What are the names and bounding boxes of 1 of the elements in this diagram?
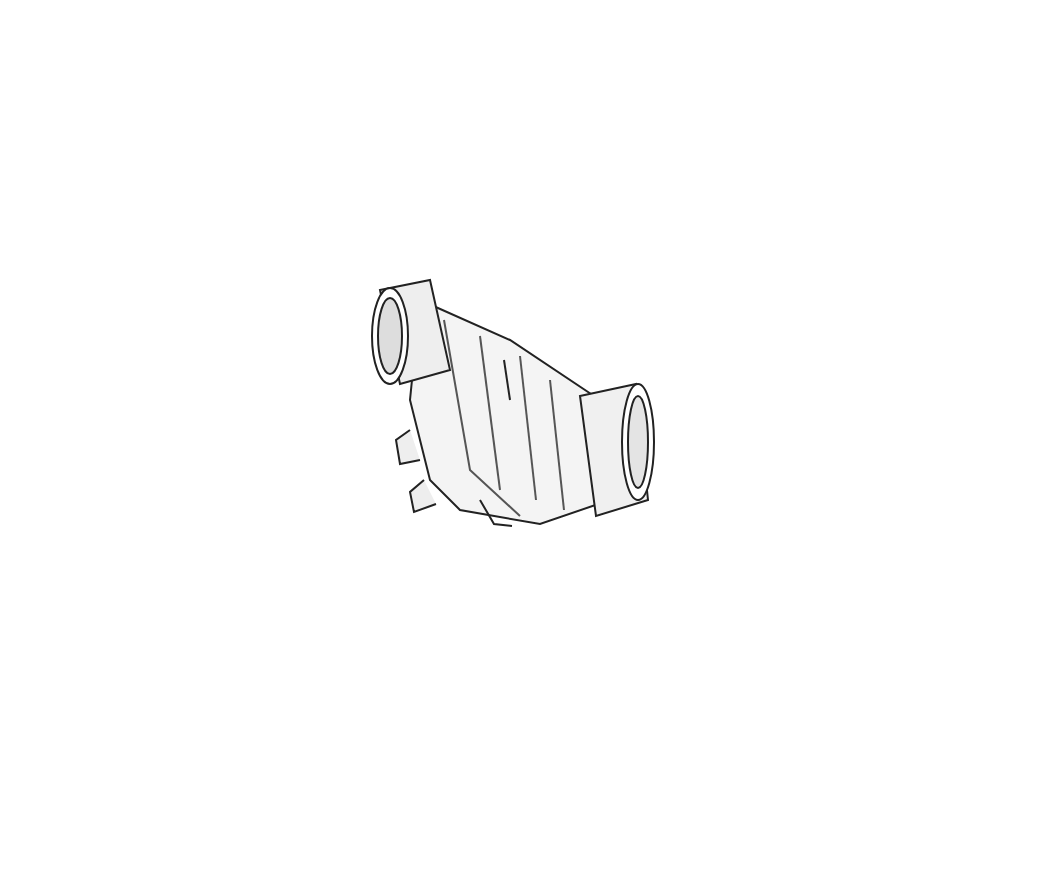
pipe-fitting-drawing — [371, 278, 655, 527]
